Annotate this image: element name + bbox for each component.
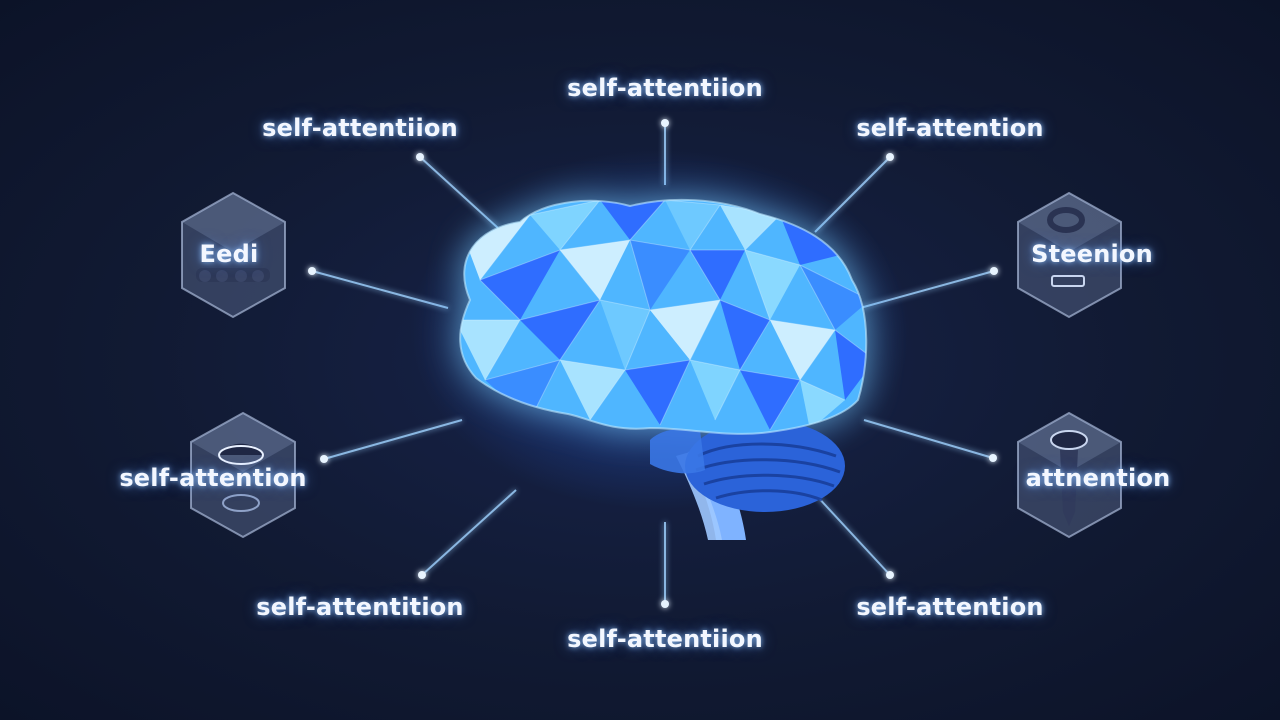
node-label-bottom-right: self-attention [856, 593, 1044, 621]
connector-lower-right [863, 419, 994, 459]
brain-icon [410, 150, 910, 540]
hex-panel-bottom-left [190, 411, 296, 539]
connector-lower-left [323, 419, 463, 460]
dot-lower-left [320, 455, 328, 463]
dot-bottom-left [418, 571, 426, 579]
connector-bottom-right [814, 493, 891, 576]
connector-dots [308, 119, 998, 608]
dot-mid-right [990, 267, 998, 275]
connectors [311, 125, 995, 603]
hex-label-bottom-left: self-attention [119, 464, 307, 492]
dot-top-center [661, 119, 669, 127]
node-label-top-right: self-attention [856, 114, 1044, 142]
dot-mid-left [308, 267, 316, 275]
hex-panel-top-right [1017, 191, 1122, 319]
hex-panel-bottom-right [1017, 411, 1122, 539]
dot-top-right [886, 153, 894, 161]
hex-panel-top-left [181, 191, 286, 319]
hex-label-top-right: Steenion [1031, 240, 1153, 268]
node-label-top-center: self-attentiion [567, 74, 763, 102]
dot-bottom-center [661, 600, 669, 608]
node-label-top-left: self-attentiion [262, 114, 458, 142]
dot-lower-right [989, 454, 997, 462]
node-label-bottom-center: self-attentiion [567, 625, 763, 653]
dot-bottom-right [886, 571, 894, 579]
hex-label-bottom-right: attnention [1025, 464, 1171, 492]
hex-label-top-left: Eedi [199, 240, 259, 268]
connector-bottom-left [421, 489, 517, 576]
node-label-bottom-left: self-attentition [256, 593, 464, 621]
dot-top-left [416, 153, 424, 161]
